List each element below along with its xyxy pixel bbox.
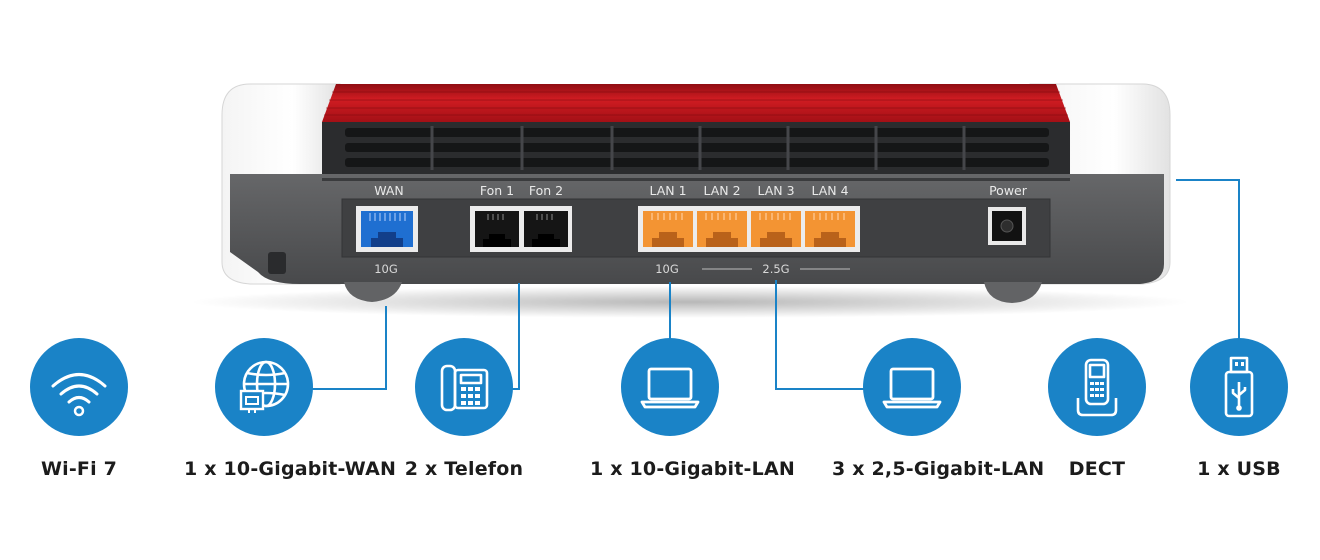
feature-label: 3 x 2,5-Gigabit-LAN: [832, 458, 1045, 480]
feature-label: 1 x USB: [1197, 458, 1281, 480]
lan1-port-label: LAN 1: [649, 183, 686, 198]
router-side-latch: [268, 252, 286, 274]
feature-label: 2 x Telefon: [404, 458, 524, 480]
lan1-speed-label: 10G: [655, 262, 679, 276]
laptop-icon: [882, 367, 942, 409]
feature-lan-2-5g: 3 x 2,5-Gigabit-LAN: [832, 338, 1045, 480]
laptop-icon: [640, 367, 700, 409]
feature-circle: [621, 338, 719, 436]
feature-circle: [215, 338, 313, 436]
feature-telefon: 2 x Telefon: [384, 338, 544, 480]
feature-label: Wi-Fi 7: [40, 458, 118, 480]
wan-port-pins: [369, 213, 406, 221]
usb-stick-icon: [1224, 356, 1254, 418]
fon-port-pins: [487, 214, 553, 220]
lan4-port-label: LAN 4: [811, 183, 848, 198]
lan2-port-label: LAN 2: [703, 183, 740, 198]
feature-circle: [863, 338, 961, 436]
feature-label: 1 x 10-Gigabit-LAN: [590, 458, 795, 480]
cordless-phone-icon: [1076, 358, 1118, 417]
router-body-edge: [322, 178, 1070, 181]
wifi-icon: [51, 373, 107, 417]
globe-icon: [239, 360, 290, 413]
router-red-top: [322, 84, 1070, 122]
fon1-port-label: Fon 1: [480, 183, 514, 198]
router-foot-right: [984, 282, 1042, 303]
feature-lan-10g: 1 x 10-Gigabit-LAN: [590, 338, 795, 480]
feature-circle: [415, 338, 513, 436]
router-vent-dividers: [430, 126, 966, 170]
lan-port-pins: [651, 213, 845, 220]
feature-dect: DECT: [1017, 338, 1177, 480]
router-shadow: [190, 286, 1190, 318]
fon2-port-jack: [532, 234, 560, 247]
router-foot-left: [344, 282, 402, 302]
router-red-ridges: [324, 91, 1068, 116]
lan-ports: [643, 211, 855, 247]
feature-circle: [1048, 338, 1146, 436]
fon2-port-label: Fon 2: [529, 183, 563, 198]
feature-wan: 1 x 10-Gigabit-WAN: [184, 338, 397, 480]
telephone-icon: [440, 364, 489, 412]
feature-circle: [30, 338, 128, 436]
router-vent-slots: [345, 128, 1049, 167]
power-jack-hole: [1000, 219, 1014, 233]
fon1-port-jack: [483, 234, 511, 247]
connector-telefon: [510, 283, 520, 390]
lan3-port-label: LAN 3: [757, 183, 794, 198]
feature-usb: 1 x USB: [1159, 338, 1319, 480]
wan-port-label: WAN: [374, 183, 404, 198]
wan-port-jack: [371, 232, 403, 247]
connector-usb: [1176, 179, 1240, 339]
feature-label: 1 x 10-Gigabit-WAN: [184, 458, 397, 480]
power-port-label: Power: [989, 183, 1028, 198]
connector-wan: [312, 306, 387, 390]
connector-lan-2-5g: [775, 280, 866, 390]
wan-speed-label: 10G: [374, 262, 398, 276]
feature-wifi: Wi-Fi 7: [0, 338, 159, 480]
feature-label: DECT: [1068, 458, 1126, 480]
connector-lines: [312, 179, 1240, 390]
lan-group-speed-label: 2.5G: [762, 262, 789, 276]
feature-circle: [1190, 338, 1288, 436]
